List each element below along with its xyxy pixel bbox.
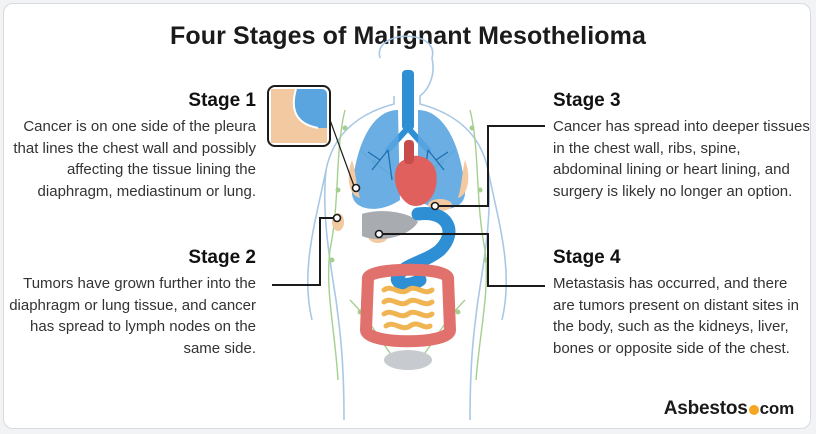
stage-1-description: Cancer is on one side of the pleura that… [13, 118, 256, 200]
large-intestine [359, 263, 457, 348]
stage-2-leader [272, 217, 334, 286]
heart [394, 155, 437, 206]
stage-2-description: Tumors have grown further into the diaph… [9, 275, 256, 357]
logo-suffix: com [759, 399, 795, 418]
stage-4-heading: Stage 4 [553, 247, 621, 268]
aorta [404, 140, 414, 164]
leader-lines [272, 125, 545, 287]
stage-3-description: Cancer has spread into deeper tissues in… [553, 118, 810, 200]
stage-4-description: Metastasis has occurred, and there are t… [553, 275, 799, 357]
stage-1-zoom-inset [267, 85, 355, 187]
asbestos-logo[interactable]: Asbestos com [664, 398, 794, 420]
callout-dots [332, 183, 440, 239]
left-lung [351, 110, 400, 209]
stage-3-leader [437, 125, 545, 207]
stage-2-block: Stage 2 Tumors have grown further into t… [0, 247, 256, 359]
small-intestine [381, 285, 435, 331]
stomach [390, 207, 456, 291]
stage-4-leader [380, 233, 545, 287]
bladder [384, 350, 432, 370]
stage-3-heading: Stage 3 [553, 90, 621, 111]
logo-name: Asbestos [663, 398, 748, 419]
logo-dot-icon [748, 405, 759, 415]
stage-1-heading: Stage 1 [188, 90, 256, 111]
stage-2-heading: Stage 2 [188, 247, 256, 268]
stage-3-block: Stage 3 Cancer has spread into deeper ti… [553, 90, 813, 202]
stage-4-block: Stage 4 Metastasis has occurred, and the… [553, 247, 813, 359]
body-outline [306, 35, 508, 421]
stage-1-block: Stage 1 Cancer is on one side of the ple… [0, 90, 256, 202]
